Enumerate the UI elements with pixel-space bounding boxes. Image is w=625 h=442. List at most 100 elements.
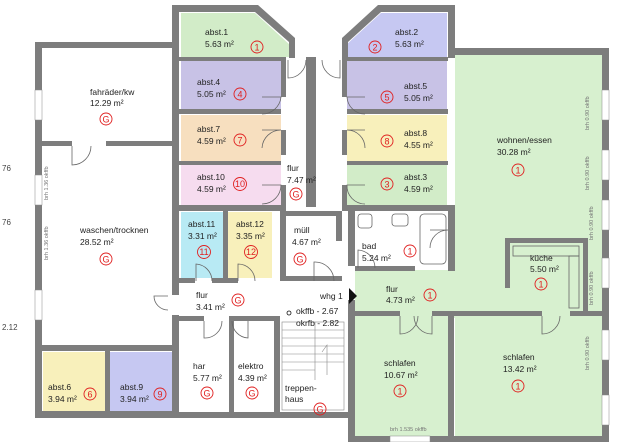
door-swing (321, 59, 341, 79)
window-note: brh 0.90 okffb (585, 156, 591, 190)
misc-labels: whg 1 okffb - 2.67 okrfb - 2.82 76 76 2.… (2, 96, 595, 433)
door-swing (261, 184, 282, 205)
wall (348, 300, 355, 442)
room-abst10-name: abst.10 (197, 172, 225, 182)
room-abst12-area: 3.35 m² (236, 231, 265, 241)
door-swing (203, 320, 223, 339)
door-swing (287, 59, 307, 79)
room-abst9-area: 3.94 m² (120, 394, 149, 404)
wall (347, 205, 455, 211)
wall (348, 211, 355, 266)
fill-kueche (510, 243, 583, 311)
room-flur-whg-marker: 1 (427, 291, 432, 301)
room-marker-icon (380, 177, 394, 191)
room-treppenhaus-name-2: haus (285, 394, 303, 404)
door-swing (313, 261, 335, 282)
fill-abst11 (181, 212, 223, 278)
entry-arrow-icon (349, 288, 357, 304)
wall (448, 211, 455, 271)
room-abst6-name: abst.6 (48, 382, 71, 392)
room-waschen-marker: G (102, 255, 109, 265)
room-wohnen-area: 30.28 m² (497, 147, 531, 157)
room-flur-top-marker: G (292, 190, 299, 200)
room-marker-icon (380, 90, 394, 104)
room-marker-icon (231, 293, 245, 307)
room-marker-icon (511, 379, 525, 393)
window-note: brh 0.90 okffb (589, 206, 595, 240)
room-flur-low-name: flur (196, 290, 208, 300)
level-okffb: okffb - 2.67 (296, 306, 339, 316)
apartment-label: whg 1 (319, 291, 343, 301)
fill-abst9 (110, 352, 172, 412)
bathtub-icon (419, 213, 447, 265)
dimension-left-1: 76 (2, 164, 11, 173)
room-marker-icon (511, 163, 525, 177)
room-waschen-name: waschen/trocknen (79, 225, 149, 235)
fill-abst2 (346, 13, 447, 57)
dimension-left-3: 2.12 (2, 323, 18, 332)
room-treppenhaus-name-1: treppen- (285, 383, 317, 393)
room-abst11-marker: 11 (199, 247, 208, 257)
wall (570, 311, 602, 316)
window (601, 89, 610, 121)
wall (179, 316, 204, 321)
stair-outline (281, 321, 345, 411)
room-flur-whg-name: flur (386, 284, 398, 294)
wall (306, 57, 316, 207)
window (389, 435, 431, 442)
fill-abst8 (347, 115, 447, 161)
wall (281, 57, 286, 97)
window-note: brh 0.90 okffb (585, 96, 591, 130)
room-abst3-marker: 3 (384, 180, 389, 190)
room-abst8-name: abst.8 (404, 128, 427, 138)
room-fahrraeder-marker: G (102, 115, 109, 125)
room-marker-icon (393, 384, 407, 398)
wall (280, 211, 286, 281)
wall (35, 42, 176, 48)
window-note: brh 1.535 okffb (390, 427, 427, 433)
door-swing (237, 263, 256, 282)
wall (179, 278, 195, 283)
room-marker-icon (380, 134, 394, 148)
room-abst3-name: abst.3 (404, 172, 427, 182)
toilet-icon (357, 213, 373, 229)
window-note: brh 1.36 okffb (44, 226, 50, 260)
room-abst6-area: 3.94 m² (48, 394, 77, 404)
room-marker-icon (245, 386, 259, 400)
staircase (281, 321, 345, 411)
wall (212, 278, 228, 283)
door-swing (346, 184, 366, 205)
room-flur-low-area: 3.41 m² (196, 302, 225, 312)
wall (230, 316, 280, 321)
door-swing (153, 295, 169, 311)
room-bad-name: bad (362, 241, 376, 251)
fill-abst5 (347, 61, 447, 109)
room-schlafen1-marker: 1 (397, 387, 402, 397)
doors (71, 59, 561, 339)
window-note: brh 0.90 okffb (585, 336, 591, 370)
room-abst7-marker: 7 (237, 136, 242, 146)
room-abst5-name: abst.5 (404, 81, 427, 91)
wall (274, 316, 280, 418)
door-swing (541, 315, 561, 335)
room-fahrraeder-area: 12.29 m² (90, 98, 124, 108)
room-abst8-area: 4.55 m² (404, 140, 433, 150)
counter-icon (568, 255, 580, 309)
wall (42, 345, 172, 351)
room-marker-icon (403, 244, 417, 258)
room-abst1-name: abst.1 (205, 27, 228, 37)
wall (336, 211, 342, 241)
room-fahrraeder-name: fahräder/kw (90, 87, 135, 97)
room-abst1-marker: 1 (254, 43, 259, 53)
room-schlafen2-marker: 1 (515, 382, 520, 392)
wall (179, 57, 281, 61)
room-bad-marker: 1 (407, 247, 412, 257)
room-labels: abst.1 5.63 m² 1 abst.2 5.63 m² 2 abst.4… (48, 27, 559, 416)
room-marker-icon (200, 386, 214, 400)
room-marker-icon (368, 40, 382, 54)
room-kueche-area: 5.50 m² (530, 264, 559, 274)
room-muell-area: 4.67 m² (292, 237, 321, 247)
room-abst12-marker: 12 (246, 247, 256, 257)
room-elektro-area: 4.39 m² (238, 373, 267, 383)
